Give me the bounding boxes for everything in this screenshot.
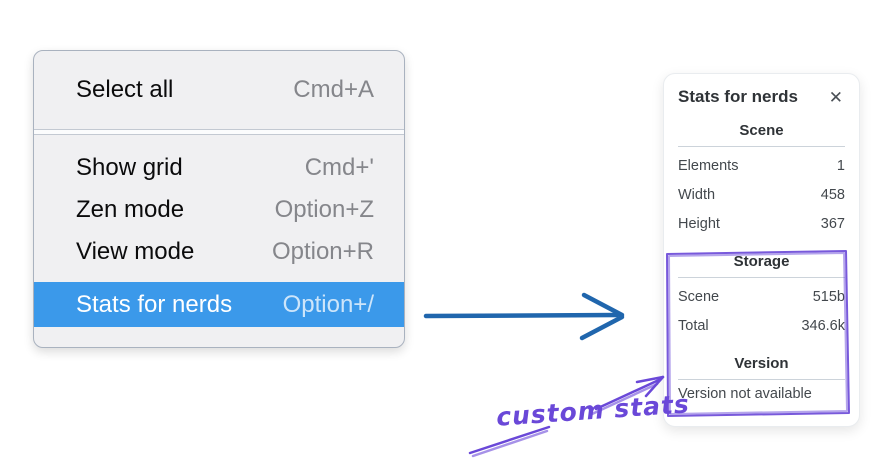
stat-value: 515b bbox=[812, 288, 845, 305]
menu-section-top: Select all Cmd+A bbox=[34, 51, 404, 129]
stat-value: 367 bbox=[820, 215, 845, 232]
context-menu: Select all Cmd+A Show grid Cmd+' Zen mod… bbox=[33, 50, 405, 348]
menu-item-stats-for-nerds[interactable]: Stats for nerds Option+/ bbox=[34, 282, 404, 327]
stat-label: Width bbox=[678, 186, 716, 203]
menu-item-shortcut: Option+R bbox=[271, 238, 374, 265]
menu-item-label: Zen mode bbox=[76, 196, 185, 223]
stats-panel-header: Stats for nerds ✕ bbox=[678, 87, 845, 107]
menu-item-shortcut: Option+Z bbox=[274, 196, 374, 223]
section-divider bbox=[678, 379, 845, 380]
close-icon[interactable]: ✕ bbox=[828, 87, 843, 107]
menu-item-select-all[interactable]: Select all Cmd+A bbox=[34, 69, 404, 111]
menu-divider bbox=[34, 129, 404, 135]
stat-value: 346.6k bbox=[801, 317, 845, 334]
stats-row-elements: Elements 1 bbox=[678, 151, 845, 180]
menu-item-label: Show grid bbox=[76, 154, 183, 181]
stat-label: Elements bbox=[678, 157, 739, 174]
stats-row-total-storage: Total 346.6k bbox=[678, 311, 845, 340]
menu-item-shortcut: Option+/ bbox=[282, 290, 374, 318]
stat-label: Height bbox=[678, 215, 720, 232]
stat-label: Scene bbox=[678, 288, 720, 305]
annotation-custom-stats: custom stats bbox=[495, 389, 691, 432]
stat-value: 1 bbox=[836, 157, 845, 174]
menu-item-shortcut: Cmd+A bbox=[293, 76, 374, 103]
stats-panel: Stats for nerds ✕ Scene Elements 1 Width… bbox=[663, 73, 860, 427]
menu-item-label: Stats for nerds bbox=[76, 290, 233, 318]
version-note: Version not available bbox=[678, 386, 812, 402]
menu-item-show-grid[interactable]: Show grid Cmd+' bbox=[34, 147, 404, 189]
menu-item-zen-mode[interactable]: Zen mode Option+Z bbox=[34, 189, 404, 231]
section-header-version: Version bbox=[734, 355, 789, 372]
menu-item-label: View mode bbox=[76, 238, 195, 265]
menu-item-label: Select all bbox=[76, 76, 174, 103]
stats-row-height: Height 367 bbox=[678, 209, 845, 238]
menu-item-view-mode[interactable]: View mode Option+R bbox=[34, 231, 404, 273]
blue-arrow bbox=[423, 292, 625, 341]
stats-row-scene-storage: Scene 515b bbox=[678, 282, 845, 311]
stat-label: Total bbox=[678, 317, 709, 334]
stats-row-width: Width 458 bbox=[678, 180, 845, 209]
stat-value: 458 bbox=[820, 186, 845, 203]
menu-item-shortcut: Cmd+' bbox=[304, 154, 374, 181]
section-divider bbox=[678, 146, 845, 147]
section-header-storage: Storage bbox=[733, 253, 790, 270]
section-divider bbox=[678, 277, 845, 278]
menu-section-bottom: Show grid Cmd+' Zen mode Option+Z View m… bbox=[34, 135, 404, 327]
section-header-scene: Scene bbox=[739, 122, 784, 139]
stats-panel-title: Stats for nerds bbox=[678, 87, 798, 106]
